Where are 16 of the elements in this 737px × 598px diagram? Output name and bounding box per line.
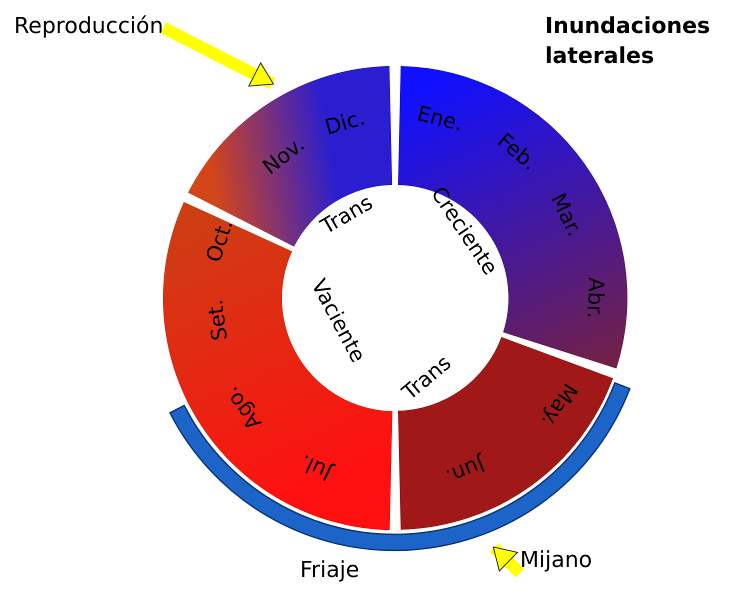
month-label: Mar. xyxy=(546,190,585,240)
phase-label: Trans xyxy=(318,192,376,238)
month-label: Nov. xyxy=(260,134,309,179)
annotation-text: Mijano xyxy=(520,548,592,573)
month-label: Jul. xyxy=(297,450,336,483)
month-label: Set. xyxy=(205,298,232,342)
arrow xyxy=(490,543,524,578)
month-label: Jun. xyxy=(442,453,487,488)
annotation-text: Friaje xyxy=(300,560,360,582)
month-label: Ene. xyxy=(414,104,464,136)
arrow xyxy=(160,22,276,89)
month-label: Oct. xyxy=(203,217,237,265)
month-label: Dic. xyxy=(322,107,368,139)
annotation-text: Inundaciones laterales xyxy=(545,13,712,71)
annotation-text: Reproducción xyxy=(14,14,164,39)
month-label: Abr. xyxy=(584,277,606,319)
